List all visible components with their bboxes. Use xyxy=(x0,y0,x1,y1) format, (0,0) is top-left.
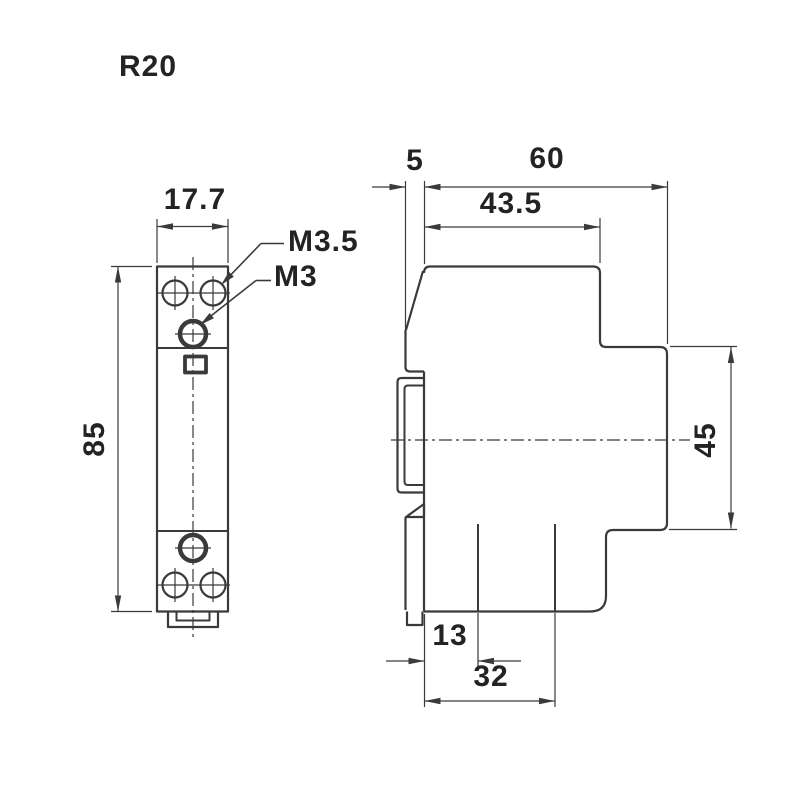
arrowhead xyxy=(212,223,228,230)
dim-label-terminal-offset: 13 xyxy=(432,619,468,652)
arrowhead xyxy=(727,347,735,363)
dim-label-height: 85 xyxy=(78,421,111,457)
front-view xyxy=(111,219,284,640)
drawing-title: R20 xyxy=(119,50,178,83)
arrowhead xyxy=(539,697,555,705)
clip-bottom-claw xyxy=(404,502,426,519)
indicator-window xyxy=(183,354,208,375)
din-clip-channel-outer xyxy=(396,376,424,494)
dim-label-width: 17.7 xyxy=(163,183,227,216)
side-body-outline xyxy=(422,265,669,613)
mounting-tab-inner xyxy=(175,611,211,622)
screw-label-terminal: M3.5 xyxy=(288,225,359,258)
din-clip-channel-inner xyxy=(403,384,424,486)
screw-label-coil: M3 xyxy=(274,260,318,293)
arrowhead xyxy=(651,183,668,191)
arrowhead xyxy=(221,271,234,285)
arrowhead xyxy=(584,223,600,231)
mounting-tab-outer xyxy=(166,611,220,629)
arrowhead xyxy=(389,183,406,191)
arrowhead xyxy=(114,266,122,283)
dim-label-rail-height: 45 xyxy=(689,422,722,458)
arrowhead xyxy=(424,697,441,705)
arrowhead xyxy=(114,595,122,612)
arrowhead xyxy=(424,223,441,231)
clip-latch-foot xyxy=(405,611,424,627)
dim-label-depth: 60 xyxy=(529,142,565,175)
arrowhead xyxy=(408,657,425,665)
dim-label-rail-offset: 5 xyxy=(406,144,424,177)
arrowhead xyxy=(727,512,735,529)
arrowhead xyxy=(478,657,494,665)
clip-top-hook xyxy=(404,366,424,373)
clip-top-chamfer xyxy=(404,270,425,331)
arrowhead xyxy=(424,183,441,191)
dim-label-terminal-span: 32 xyxy=(473,660,509,693)
dim-label-upper-depth: 43.5 xyxy=(479,187,543,220)
arrowhead xyxy=(157,223,173,230)
arrowhead xyxy=(200,313,214,325)
side-view xyxy=(372,181,737,707)
